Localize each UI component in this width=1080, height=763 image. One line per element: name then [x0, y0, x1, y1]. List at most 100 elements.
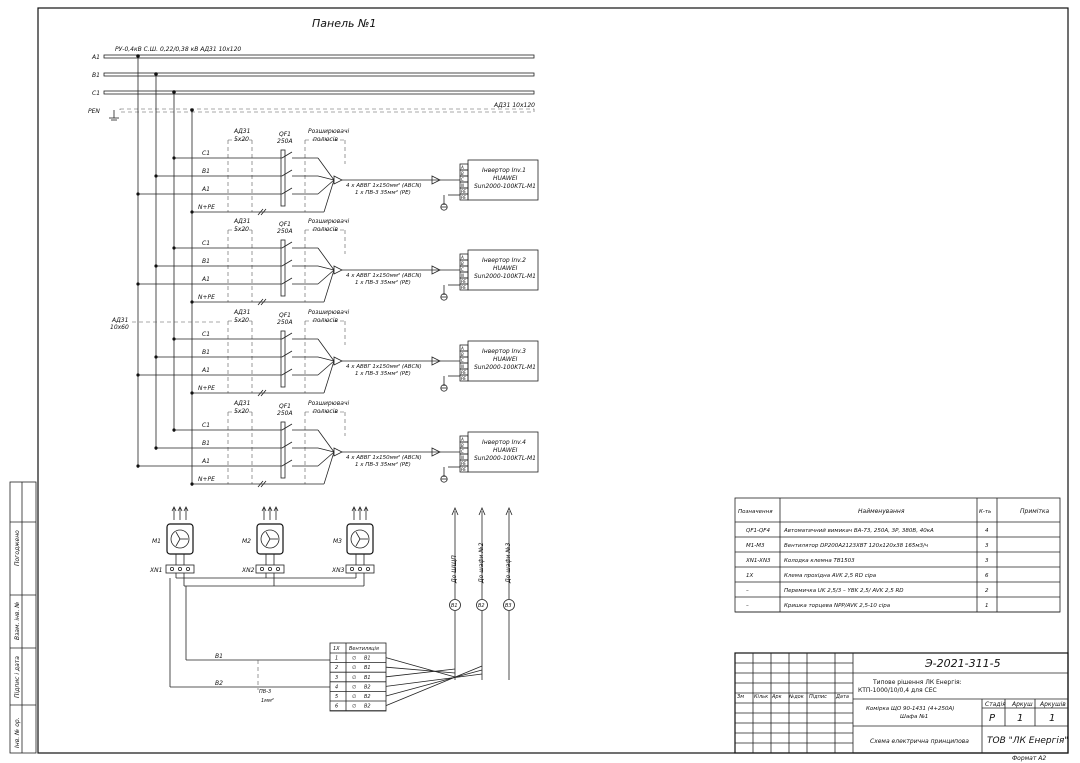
spec-row-code: QF1-QF4: [746, 528, 770, 534]
inverter-terminal-label: PE: [461, 370, 466, 375]
feeder-phase-label: B1: [202, 168, 210, 175]
feeder-ad31-size: 5х20: [234, 226, 249, 233]
terminal-row-number: 5: [335, 694, 338, 700]
terminal-row-symbol: ∅: [352, 665, 356, 671]
inverter-terminal-label: N: [461, 183, 464, 188]
feeder-npe-label: N+PE: [198, 294, 215, 301]
terminal-row-number: 6: [335, 704, 338, 710]
inverter-terminal-label: A: [460, 165, 464, 170]
company-label: ТОВ "ЛК Енергія": [987, 736, 1068, 746]
inverter-model: Sun2000-100KTL-M1: [474, 455, 536, 462]
breaker-qf-rating: 250А: [277, 319, 293, 326]
side-bus-label-2: 10х60: [110, 324, 129, 331]
feeder-ad31-size: 5х20: [234, 317, 249, 324]
inverter-name: Інвертор Inv.2: [482, 257, 526, 264]
circle-text-b2: B2: [478, 603, 485, 609]
busbar-a1: [103, 54, 535, 59]
busbar-c1: [103, 90, 535, 95]
terminal-row-value: B1: [364, 665, 371, 671]
spec-row-name: Клема прохідна AVK 2,5 RD сіра: [784, 573, 877, 579]
sheet-value: 1: [1017, 713, 1023, 724]
circle-b1: [449, 599, 461, 611]
spec-header-qty: К-ть: [979, 509, 991, 515]
feeder-npe-label: N+PE: [198, 476, 215, 483]
breaker-qf-rating: 250А: [277, 410, 293, 417]
inverter-model: Sun2000-100KTL-M1: [474, 183, 536, 190]
label-pen: PEN: [88, 108, 100, 115]
busbar-pen: [119, 108, 535, 113]
busbars: РУ-0,4кВ С.Ш. 0,22/0,38 кВ АД31 10х120 A…: [88, 46, 535, 486]
cable-spec-1: 4 х АВВГ 1х150мм² (ABCN): [346, 182, 422, 189]
spec-table: Позначення Найменування К-ть Примітка QF…: [734, 497, 1061, 613]
cable-spec-2: 1 х ПВ-3 35мм² (PE): [355, 370, 411, 377]
terminal-row-value: B2: [364, 704, 371, 710]
feeder-phase-label: B1: [202, 258, 210, 265]
desc-line-2: КТП-1000/10/0,4 для СЕС: [858, 687, 937, 694]
doc-code: Э-2021-311-5: [924, 657, 1001, 670]
spec-row-qty: 6: [985, 573, 989, 579]
inverter-terminal-label: C: [461, 449, 464, 454]
inverter-terminal-label: PE: [461, 195, 466, 200]
spec-row-qty: 3: [985, 543, 989, 549]
circle-text-b1: B1: [451, 603, 458, 609]
cable-spec-2: 1 х ПВ-3 35мм² (PE): [355, 461, 411, 468]
out-label-3: До шафи №3: [505, 542, 512, 584]
breaker-qf-label: QF1: [279, 312, 291, 319]
sheet-header: Аркуш: [1011, 701, 1033, 708]
inverter-box: [467, 249, 539, 291]
desc-line-1: Типове рішення ЛК Енергія:: [872, 679, 962, 686]
inverter-terminal-label: PE: [461, 461, 466, 466]
spec-row-name: Перемичка UK 2,5/3 – YBK 2,5/ AVK 2,5 RD: [784, 588, 904, 594]
spec-row-code: 1X: [746, 573, 753, 579]
spec-header-note: Примітка: [1020, 508, 1050, 515]
ventilation-section: M1 M2 M3 XN1 XN2 XN3 B1 B2 ПВ-3 1мм² До …: [149, 506, 515, 704]
terminal-header-name: Вентиляція: [349, 646, 379, 652]
label-b1: B1: [92, 72, 100, 79]
extender-label: Розширювачі: [308, 128, 349, 135]
inverter-terminal-label: C: [461, 267, 464, 272]
breaker-qf: [280, 330, 286, 388]
side-label-agreed: Погоджено: [14, 530, 21, 566]
page-title: Панель №1: [312, 17, 376, 30]
terminal-block-1x: 1X Вентиляція 1∅B12∅B13∅B14∅B25∅B26∅B2: [329, 642, 483, 712]
feeders: C1B1A1N+PEАД315х20QF1250АРозширювачіполю…: [136, 128, 539, 488]
spec-row-qty: 3: [985, 558, 989, 564]
fan-m1: [165, 506, 195, 574]
terminal-row-value: B2: [364, 684, 371, 690]
terminal-row-symbol: ∅: [352, 684, 356, 690]
title-block-column-header: Підпис: [809, 694, 827, 700]
terminal-row-number: 2: [335, 665, 338, 671]
xn-label-1: XN1: [149, 567, 162, 574]
inverter-brand: HUAWEI: [493, 447, 518, 454]
pv-size: 1мм²: [261, 698, 274, 704]
feeder-ad31-label: АД31: [233, 400, 250, 407]
breaker-qf-label: QF1: [279, 403, 291, 410]
inverter-terminal-label: C: [461, 177, 464, 182]
feeder-ad31-label: АД31: [233, 218, 250, 225]
inverter-terminal-label: PE: [461, 467, 466, 472]
feeder-phase-label: A1: [201, 367, 210, 374]
spec-row-qty: 1: [985, 603, 989, 609]
fan-label-m2: M2: [242, 538, 251, 545]
feeder-phase-label: A1: [201, 458, 210, 465]
circle-text-b3: B3: [505, 603, 512, 609]
spec-row-code: XN1-XN3: [745, 558, 771, 564]
terminal-row-value: B1: [364, 656, 371, 662]
spec-row-name: Колодка клемна ТВ1503: [784, 558, 855, 564]
item-line-2: Шафа №1: [900, 714, 928, 720]
circle-b3: [503, 599, 515, 611]
title-block-column-header: Арк: [771, 694, 782, 700]
terminal-row-symbol: ∅: [352, 675, 356, 681]
feeder-phase-label: A1: [201, 186, 210, 193]
inverter-terminal-label: N: [461, 455, 464, 460]
title-block-column-header: Дата: [835, 694, 849, 700]
fan-m3: [345, 506, 375, 574]
inverter-terminal-label: N: [461, 273, 464, 278]
inverter-terminal-label: PE: [461, 279, 466, 284]
inverter-terminal-label: B: [461, 443, 464, 448]
fan-label-m1: M1: [152, 538, 161, 545]
feeder-phase-label: C1: [202, 331, 210, 338]
